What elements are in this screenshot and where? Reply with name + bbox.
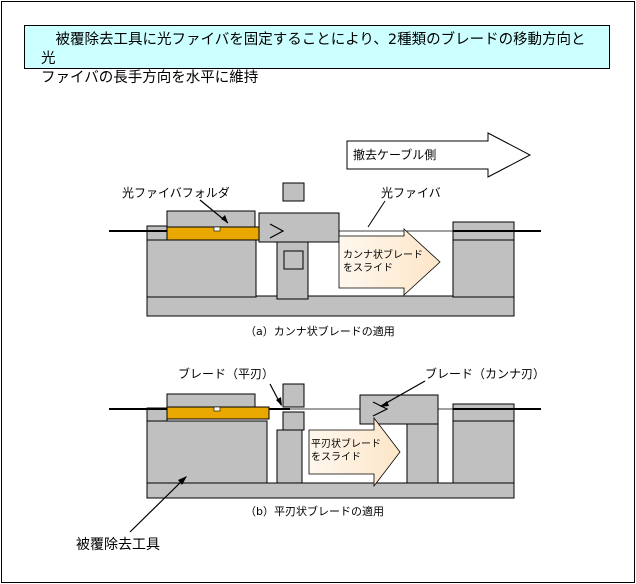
kanna-blade-post — [406, 423, 439, 484]
slide-label-b-2: をスライド — [311, 451, 361, 463]
kanna-blade-edge — [372, 401, 389, 417]
left-tool-ledge — [146, 225, 168, 241]
blade-foot-a — [283, 250, 304, 270]
left-tool-block-b — [146, 420, 268, 484]
tool-leader — [129, 476, 187, 533]
title-line-1: 被覆除去工具に光ファイバを固定することにより、2種類のブレードの移動方向と光 — [41, 32, 586, 67]
title-line-2: ファイバの長手方向を水平に維持 — [41, 70, 259, 86]
flat-blade-post — [276, 429, 303, 484]
kanna-blade-leader — [380, 380, 426, 407]
slide-label-a-2: をスライド — [343, 262, 393, 274]
slide-arrow-b — [308, 416, 401, 488]
tool-label: 被覆除去工具 — [76, 537, 160, 553]
flat-blade-label: ブレード（平刃） — [178, 366, 274, 381]
base-rail-b — [146, 482, 515, 499]
panel-a: 撤去ケーブル側 カンナ状ブレード をスライド 光ファイバフォルダ 光ファイバ — [109, 132, 541, 338]
direction-arrow — [346, 132, 532, 178]
base-rail — [146, 295, 515, 317]
caption-a: （a）カンナ状ブレードの適用 — [245, 324, 395, 338]
slide-arrow-a — [338, 228, 441, 296]
holder-leader-arrowhead — [221, 215, 228, 223]
left-tool-block — [146, 239, 257, 298]
blade-block-a — [282, 182, 305, 202]
holder-label: 光ファイバフォルダ — [122, 185, 230, 200]
kanna-blade-leader-arrowhead — [380, 401, 389, 407]
right-tool-block-b — [452, 420, 515, 484]
flat-blade-leader-arrowhead — [276, 397, 282, 406]
right-tool-block — [452, 239, 515, 298]
holder-notch — [213, 226, 221, 232]
holder-notch-b — [213, 406, 221, 412]
blade-edge-a — [269, 223, 285, 239]
tool-leader-arrowhead — [178, 476, 187, 485]
title-box: 被覆除去工具に光ファイバを固定することにより、2種類のブレードの移動方向と光 フ… — [24, 25, 610, 86]
flat-blade-mid — [282, 411, 305, 431]
direction-arrow-label: 撤去ケーブル側 — [353, 147, 436, 162]
caption-b: （b）平刃状ブレードの適用 — [245, 504, 384, 518]
kanna-blade-label: ブレード（カンナ刃） — [425, 366, 545, 381]
flat-blade-top — [282, 383, 305, 408]
slide-label-a-1: カンナ状ブレード — [343, 248, 423, 261]
kanna-blade-body — [359, 394, 439, 425]
fiber-label: 光ファイバ — [381, 186, 441, 200]
panel-b: 平刃状ブレード をスライド ブレード（平刃） ブレード（カンナ刃） （b）平刃状… — [76, 366, 545, 553]
fiber-leader — [367, 200, 386, 228]
right-tool-top-b — [452, 403, 515, 422]
slide-label-b-1: 平刃状ブレード — [311, 437, 381, 450]
left-tool-top — [166, 210, 256, 228]
left-tool-top-b — [166, 393, 256, 409]
